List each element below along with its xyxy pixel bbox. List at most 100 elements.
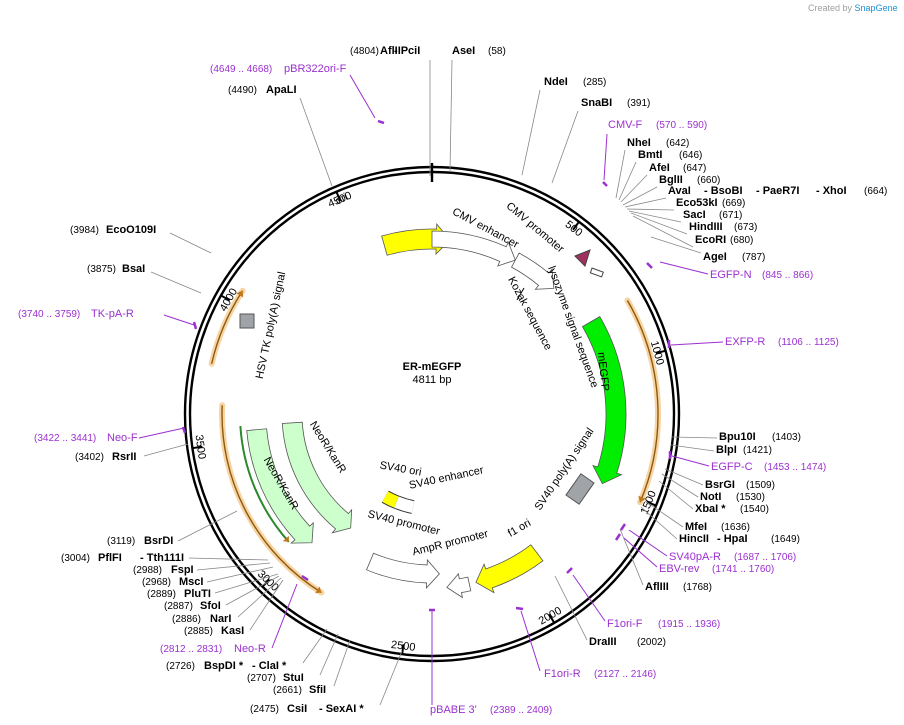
primer-mark-cmv-f: [602, 181, 608, 187]
site-name-draiii: DraIII: [589, 636, 617, 648]
primer-name-pbr322ori-f: pBR322ori-F: [284, 63, 347, 75]
site-name-bpu10i: Bpu10I: [719, 431, 756, 443]
site-leader-hindiii: [630, 212, 688, 235]
site-name-blpi: BlpI: [716, 444, 737, 456]
primer-name-f1ori-r: F1ori-R: [544, 668, 581, 680]
primer-name-neo-r: Neo-R: [234, 643, 266, 655]
sv40-ori-box: [382, 491, 399, 508]
site-name-hpai: - HpaI: [717, 533, 748, 545]
site-position-mfei: (1636): [721, 522, 750, 533]
primer-leader-f1ori-f: [572, 574, 606, 622]
site-leader-msci: [206, 566, 274, 583]
site-name-paer7i: - PaeR7I: [756, 185, 799, 197]
site-leader-eco53ki: [626, 208, 675, 211]
site-position-csii: (2475): [250, 704, 279, 715]
site-position-asei: (58): [488, 46, 506, 57]
site-name-nari: NarI: [210, 613, 231, 625]
primer-mark-f1ori-r: [515, 606, 524, 611]
site-position-afliii: (1768): [683, 582, 712, 593]
site-leader-sfii: [333, 639, 351, 687]
tk-orf-band: [210, 290, 244, 364]
primer-leader-ebv-rev: [623, 537, 658, 568]
site-position-sfii: (2661): [273, 685, 302, 696]
feature-label-megfp: mEGFP: [595, 352, 611, 392]
site-leader-ndei: [521, 89, 541, 176]
site-position-bsrdi: (3119): [107, 536, 135, 547]
site-leader-snabi: [551, 110, 579, 184]
site-name-fspi: FspI: [171, 564, 194, 576]
site-leader-pluti: [214, 573, 279, 594]
tick-label: 500: [563, 219, 585, 240]
site-position-blpi: (1421): [743, 445, 772, 456]
site-position-bsrgi: (1509): [746, 480, 775, 491]
site-name-ndei: NdeI: [544, 76, 568, 88]
primer-mark-neo-f: [181, 426, 187, 434]
site-leader-bspdi: [302, 628, 328, 664]
tick-mark: [572, 221, 580, 231]
primer-name-sv40pa-r: SV40pA-R: [669, 551, 721, 563]
site-position-ecoo109i: (3984): [70, 225, 99, 236]
primer-name-cmv-f: CMV-F: [608, 119, 643, 131]
primer-range-pbr322ori-f: (4649 .. 4668): [210, 64, 272, 75]
tk-orf-arrowhead: [236, 290, 244, 298]
site-name-snabi: SnaBI: [581, 97, 612, 109]
snapgene-credit: Created by SnapGene: [808, 3, 898, 13]
primer-range-neo-r: (2812 .. 2831): [160, 644, 222, 655]
primer-name-egfp-n: EGFP-N: [710, 269, 752, 281]
site-leader-ecoo109i: [169, 232, 212, 254]
site-position-sfoi: (2887): [164, 601, 193, 612]
site-name-bspdi: BspDI *: [204, 660, 244, 672]
primer-range-tk-pa-r: (3740 .. 3759): [18, 309, 80, 320]
site-leader-csii: [379, 650, 403, 706]
site-name-afei: AfeI: [649, 162, 670, 174]
feature-label-f1-ori: f1 ori: [506, 517, 533, 540]
feature-label-hsv-tk-poly-a-signal: HSV TK poly(A) signal: [254, 271, 288, 380]
primer-leader-cmv-f: [603, 133, 608, 181]
site-name-agei: AgeI: [703, 251, 727, 263]
ampr-promoter-arrow: [446, 572, 472, 599]
primer-name-exfp-r: EXFP-R: [725, 336, 765, 348]
site-name-bsrgi: BsrGI: [705, 479, 735, 491]
primer-range-f1ori-f: (1915 .. 1936): [658, 619, 720, 630]
site-name-avai: AvaI: [668, 185, 691, 197]
primer-name-pbabe-3: pBABE 3': [430, 704, 477, 716]
site-leader-agei: [650, 236, 702, 254]
neo-orf-arrowhead: [315, 586, 322, 594]
site-name-eco53ki: Eco53kI: [676, 197, 718, 209]
site-leader-bmti: [618, 161, 637, 201]
site-position-nhei: (642): [666, 138, 689, 149]
site-name-saci: SacI: [683, 209, 706, 221]
site-name-sfoi: SfoI: [200, 600, 221, 612]
site-name-sfii: SfiI: [309, 684, 326, 696]
site-leader-bglii: [622, 186, 658, 206]
site-leader-xbai: [658, 480, 694, 510]
site-leader-afei: [620, 174, 648, 203]
tick-mark: [335, 191, 342, 202]
site-name-hincii: HincII: [679, 533, 709, 545]
site-position-stui: (2707): [247, 673, 276, 684]
mEGFP-orf-arrowhead: [638, 495, 646, 503]
site-leader-blpi: [670, 444, 715, 452]
site-name-kasi: KasI: [221, 625, 244, 637]
site-position-msci: (2968): [142, 577, 171, 588]
site-name-noti: NotI: [700, 491, 721, 503]
site-leader-nhei: [615, 149, 626, 199]
tick-label: 2500: [390, 639, 416, 654]
neokanr-inner-arrow: [281, 421, 353, 534]
plasmid-name: ER-mEGFP: [403, 361, 462, 373]
site-name-bmti: BmtI: [638, 149, 662, 161]
site-leader-sfoi: [225, 575, 280, 606]
site-position-hindiii: (673): [734, 222, 757, 233]
primer-name-egfp-c: EGFP-C: [711, 461, 753, 473]
site-leader-pflfi: [188, 557, 269, 561]
site-position-fspi: (2988): [133, 565, 162, 576]
site-position-avai: (664): [864, 186, 887, 197]
tick-mark: [548, 613, 556, 624]
site-leader-stui: [319, 633, 339, 676]
feature-label-ori: ori: [333, 191, 349, 207]
site-position-hincii: (1649): [771, 534, 800, 545]
tick-mark: [646, 500, 657, 507]
mEGFP-orf-band: [626, 300, 659, 503]
tick-label: 3500: [192, 434, 207, 460]
